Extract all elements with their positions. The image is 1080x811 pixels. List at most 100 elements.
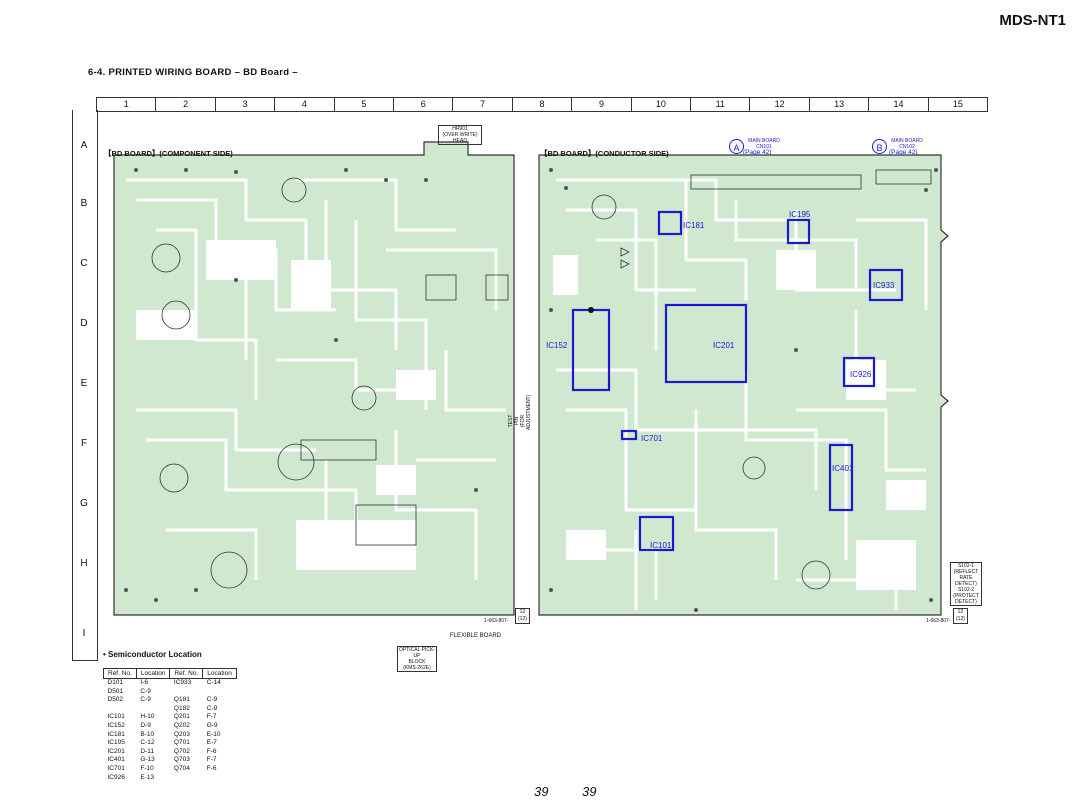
row-label: A: [80, 140, 88, 151]
column-label: 7: [453, 98, 513, 111]
table-cell: H-10: [140, 713, 155, 721]
table-cell: D101: [107, 679, 124, 686]
table-cell: F-6: [206, 747, 217, 755]
table-cell: G-13: [140, 756, 155, 764]
column-label: 10: [632, 98, 692, 111]
connector-b-note: MAIN BOARD CN102: [891, 138, 923, 150]
table-cell: D501: [107, 687, 124, 695]
connector-b-icon[interactable]: B: [872, 139, 887, 154]
pcb-diagram: [113, 141, 949, 616]
row-grid: [72, 110, 98, 661]
left-board-parts: [151, 177, 509, 589]
table-row: Q182 C-9: [104, 705, 237, 714]
column-label: 6: [394, 98, 454, 111]
column-label: 4: [275, 98, 335, 111]
column-label: 5: [335, 98, 395, 111]
right-board-title: 【BD BOARD】(CONDUCTOR SIDE): [540, 149, 669, 158]
ic195-label: IC195: [789, 210, 811, 219]
column-label: 14: [869, 98, 929, 111]
column-label: 3: [216, 98, 276, 111]
table-cell: D-11: [140, 747, 154, 755]
section-title: 6-4. PRINTED WIRING BOARD – BD Board –: [88, 67, 298, 78]
table-cell: [203, 774, 237, 783]
header-ref2: Ref. No.: [169, 668, 204, 679]
table-cell: B-10: [140, 730, 155, 738]
table-cell: C-14: [206, 679, 221, 686]
ic701-label: IC701: [641, 434, 663, 443]
table-cell: IC401: [107, 756, 125, 764]
connector-a-page-link[interactable]: (Page 42): [743, 149, 772, 156]
table-cell: G-9: [206, 721, 218, 729]
table-cell: C-9: [206, 696, 218, 704]
table-cell: [136, 705, 170, 714]
semiconductor-heading: • Semiconductor Location: [103, 650, 202, 659]
ic101-label: IC101: [650, 541, 672, 550]
right-board-code: 1-663-807-: [926, 618, 951, 624]
row-label: B: [80, 198, 88, 209]
row-label: I: [82, 628, 86, 639]
ic181-label: IC181: [683, 221, 705, 230]
table-cell: IC195: [107, 739, 125, 747]
table-cell: D502: [107, 696, 124, 704]
table-row: D501 C-9: [104, 688, 237, 697]
table-row: D502 C-9 Q181 C-9: [104, 696, 237, 705]
table-cell: [203, 688, 237, 697]
left-board-vias: [124, 168, 478, 602]
connector-a-note: MAIN BOARD CN101: [748, 138, 780, 150]
table-cell: C-9: [206, 704, 218, 712]
column-label: 12: [750, 98, 810, 111]
model-name: MDS-NT1: [999, 12, 1066, 29]
optical-pickup-callout: OPTICAL PICK-UP BLOCK (KMS-262E): [397, 646, 437, 672]
connector-a-icon[interactable]: A: [729, 139, 744, 154]
table-cell: [104, 705, 137, 714]
ic152-label: IC152: [546, 341, 568, 350]
row-label: C: [80, 258, 88, 269]
row-label: G: [80, 498, 88, 509]
table-cell: E-7: [206, 739, 217, 747]
left-board-rev: 12(12): [515, 608, 530, 624]
table-cell: F-6: [206, 764, 217, 772]
table-cell: C-9: [140, 687, 151, 695]
semiconductor-table: Ref. No. Location Ref. No. Location D101…: [103, 668, 237, 782]
right-board-vias: [549, 168, 938, 612]
row-label: D: [80, 318, 88, 329]
column-label: 9: [572, 98, 632, 111]
switch-callout: S102-1 (REFLECT RATE DETECT) S102-2 (PRO…: [950, 562, 982, 606]
row-label: H: [80, 558, 88, 569]
table-cell: Q202: [173, 721, 190, 729]
column-label: 11: [691, 98, 751, 111]
column-label: 1: [97, 98, 157, 111]
table-row: D101 I-6 IC933 C-14: [104, 679, 237, 688]
table-cell: C-12: [140, 739, 155, 747]
table-cell: IC933: [173, 679, 192, 686]
row-label: F: [80, 438, 88, 449]
right-board-rev: 12(12): [953, 608, 968, 624]
table-cell: Q203: [173, 730, 190, 738]
table-cell: C-9: [140, 696, 151, 704]
column-label: 15: [952, 99, 963, 109]
table-cell: E-13: [140, 773, 155, 781]
table-cell: Q181: [173, 696, 190, 704]
table-cell: F-7: [206, 713, 217, 721]
table-cell: I-6: [140, 679, 148, 686]
column-label: 8: [513, 98, 573, 111]
left-board-title: 【BD BOARD】(COMPONENT SIDE): [104, 149, 233, 158]
column-label: 2: [156, 98, 216, 111]
left-board-code: 1-663-807-: [484, 618, 509, 624]
page-number-right: 39: [582, 784, 597, 799]
header-loc2: Location: [202, 668, 237, 679]
ic926-label: IC926: [850, 370, 872, 379]
right-board-pads: [553, 250, 926, 590]
ic933-label: IC933: [873, 281, 895, 290]
table-cell: IC701: [107, 764, 125, 772]
connector-b-page-link[interactable]: (Page 42): [889, 149, 918, 156]
table-cell: D-9: [140, 721, 151, 729]
table-cell: Q182: [173, 704, 190, 712]
table-cell: IC101: [107, 713, 125, 721]
table-cell: Q704: [173, 764, 190, 772]
header-loc1: Location: [135, 668, 171, 679]
